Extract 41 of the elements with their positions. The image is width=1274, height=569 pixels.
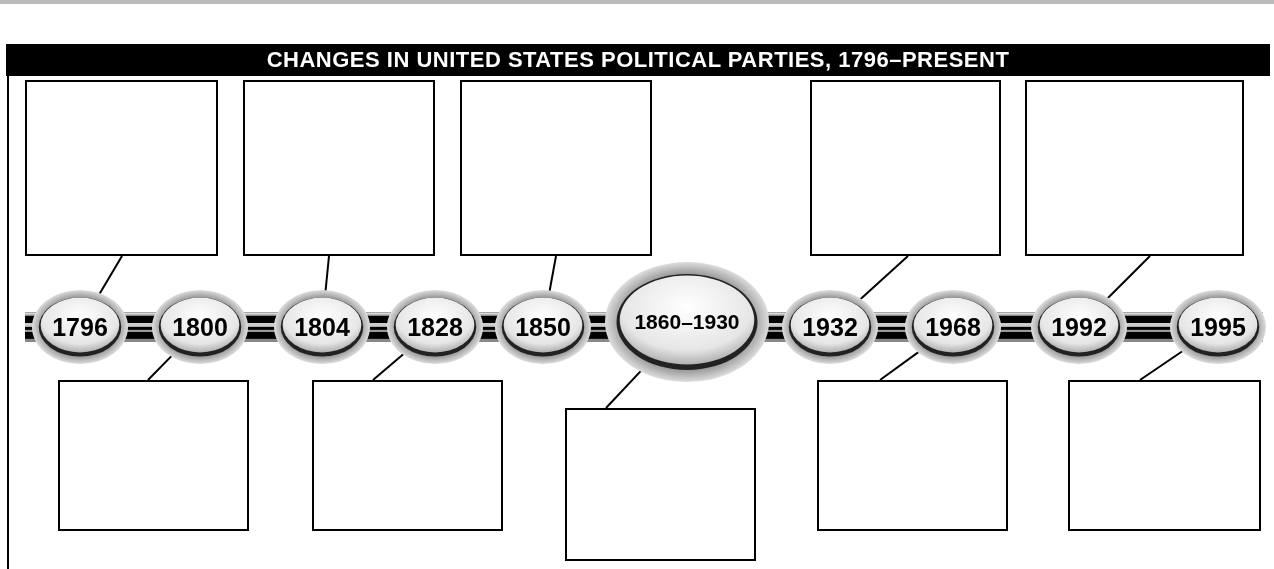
year-label: 1995 bbox=[1190, 312, 1246, 342]
year-label: 1796 bbox=[52, 312, 108, 342]
year-oval bbox=[782, 290, 878, 364]
year-label: 1850 bbox=[515, 312, 571, 342]
year-oval bbox=[152, 290, 248, 364]
connector-line bbox=[324, 255, 330, 293]
connector-line bbox=[372, 352, 405, 381]
year-label: 1860–1930 bbox=[634, 310, 740, 334]
year-oval bbox=[495, 290, 591, 364]
answer-box bbox=[243, 80, 435, 256]
year-label: 1992 bbox=[1051, 312, 1107, 342]
year-oval bbox=[274, 290, 370, 364]
answer-box bbox=[1068, 380, 1261, 531]
year-label: 1804 bbox=[294, 312, 350, 342]
year-label: 1968 bbox=[925, 312, 981, 342]
connector-line bbox=[859, 255, 909, 301]
answer-box bbox=[817, 380, 1008, 531]
answer-box bbox=[312, 380, 503, 531]
year-oval bbox=[387, 290, 483, 364]
connector-line bbox=[605, 368, 643, 409]
title: CHANGES IN UNITED STATES POLITICAL PARTIES, 1796–PRESENT bbox=[6, 44, 1270, 76]
answer-box bbox=[58, 380, 249, 531]
connector-line bbox=[879, 350, 921, 381]
connector-line bbox=[1106, 255, 1151, 300]
year-oval bbox=[32, 290, 128, 364]
year-label: 1828 bbox=[407, 312, 463, 342]
answer-box bbox=[810, 80, 1001, 256]
year-oval bbox=[1170, 290, 1266, 364]
connector-line bbox=[548, 255, 557, 293]
year-label: 1800 bbox=[172, 312, 228, 342]
year-oval bbox=[1031, 290, 1127, 364]
answer-box bbox=[25, 80, 218, 256]
connector-line bbox=[1139, 349, 1185, 381]
connector-line bbox=[98, 255, 123, 296]
connector-line bbox=[147, 354, 173, 381]
year-oval bbox=[905, 290, 1001, 364]
year-oval bbox=[605, 262, 769, 382]
answer-box bbox=[1025, 80, 1244, 256]
answer-box bbox=[565, 408, 756, 561]
year-label: 1932 bbox=[802, 312, 858, 342]
answer-box bbox=[460, 80, 652, 256]
